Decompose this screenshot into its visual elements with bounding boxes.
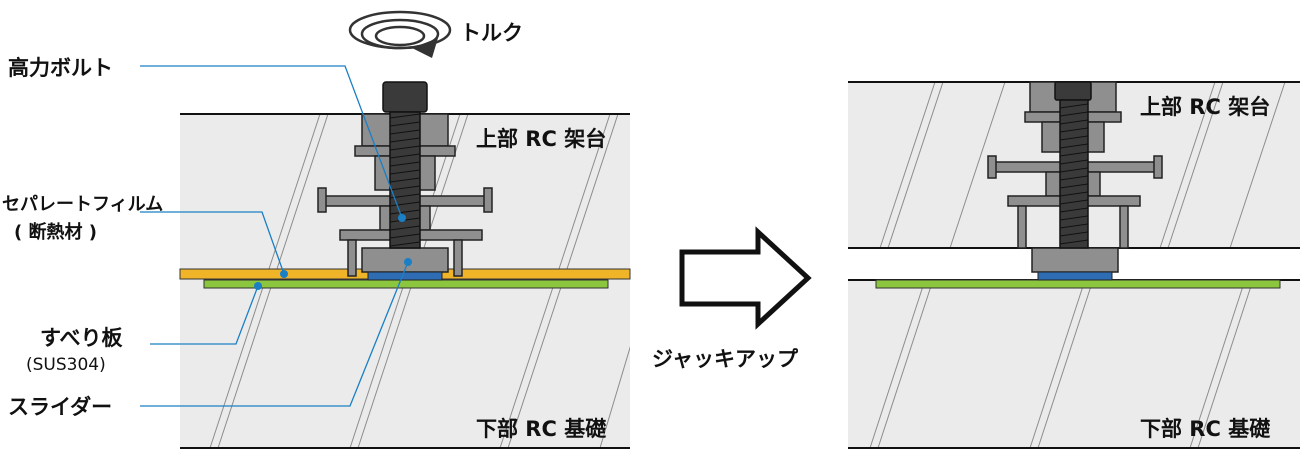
upper-left-label: 上部 RC 架台: [476, 127, 606, 151]
slider-pad-right: [1037, 271, 1113, 281]
lower-right-label: 下部 RC 基礎: [1140, 417, 1270, 441]
slider-pad: [367, 271, 443, 281]
separate-film-sub-label: ( 断熱材 ): [14, 221, 97, 243]
bolt-threads-right: [1059, 103, 1089, 245]
right-panel: [848, 81, 1300, 449]
slide-plate-right: [875, 279, 1281, 289]
leader-lines: [140, 65, 412, 407]
torque-icon: [348, 10, 452, 58]
bolt-head-right: [1054, 81, 1092, 101]
slide-plate-label: すべり板: [40, 326, 124, 350]
slide-plate-material-label: (SUS304): [26, 355, 106, 375]
right-lower-hatching: [869, 280, 1254, 448]
slider-label: スライダー: [8, 395, 112, 419]
jackup-arrow: [679, 226, 812, 330]
right-upper-hatching: [879, 82, 1286, 248]
bearing-assembly-left: [317, 81, 493, 281]
torque-label: トルク: [460, 21, 523, 45]
slider-block-right: [1031, 247, 1119, 273]
slide-plate: [203, 279, 609, 289]
bearing-assembly-right: [987, 81, 1163, 281]
upper-right-label: 上部 RC 架台: [1140, 95, 1270, 119]
bolt-head: [382, 81, 428, 113]
separate-film-label: セパレートフィルム: [2, 194, 163, 215]
bolt-threads: [389, 113, 421, 247]
left-panel: [179, 10, 631, 449]
lower-left-label: 下部 RC 基礎: [476, 417, 606, 441]
jackup-label: ジャッキアップ: [652, 347, 799, 371]
bolt-label: 高力ボルト: [8, 56, 113, 80]
